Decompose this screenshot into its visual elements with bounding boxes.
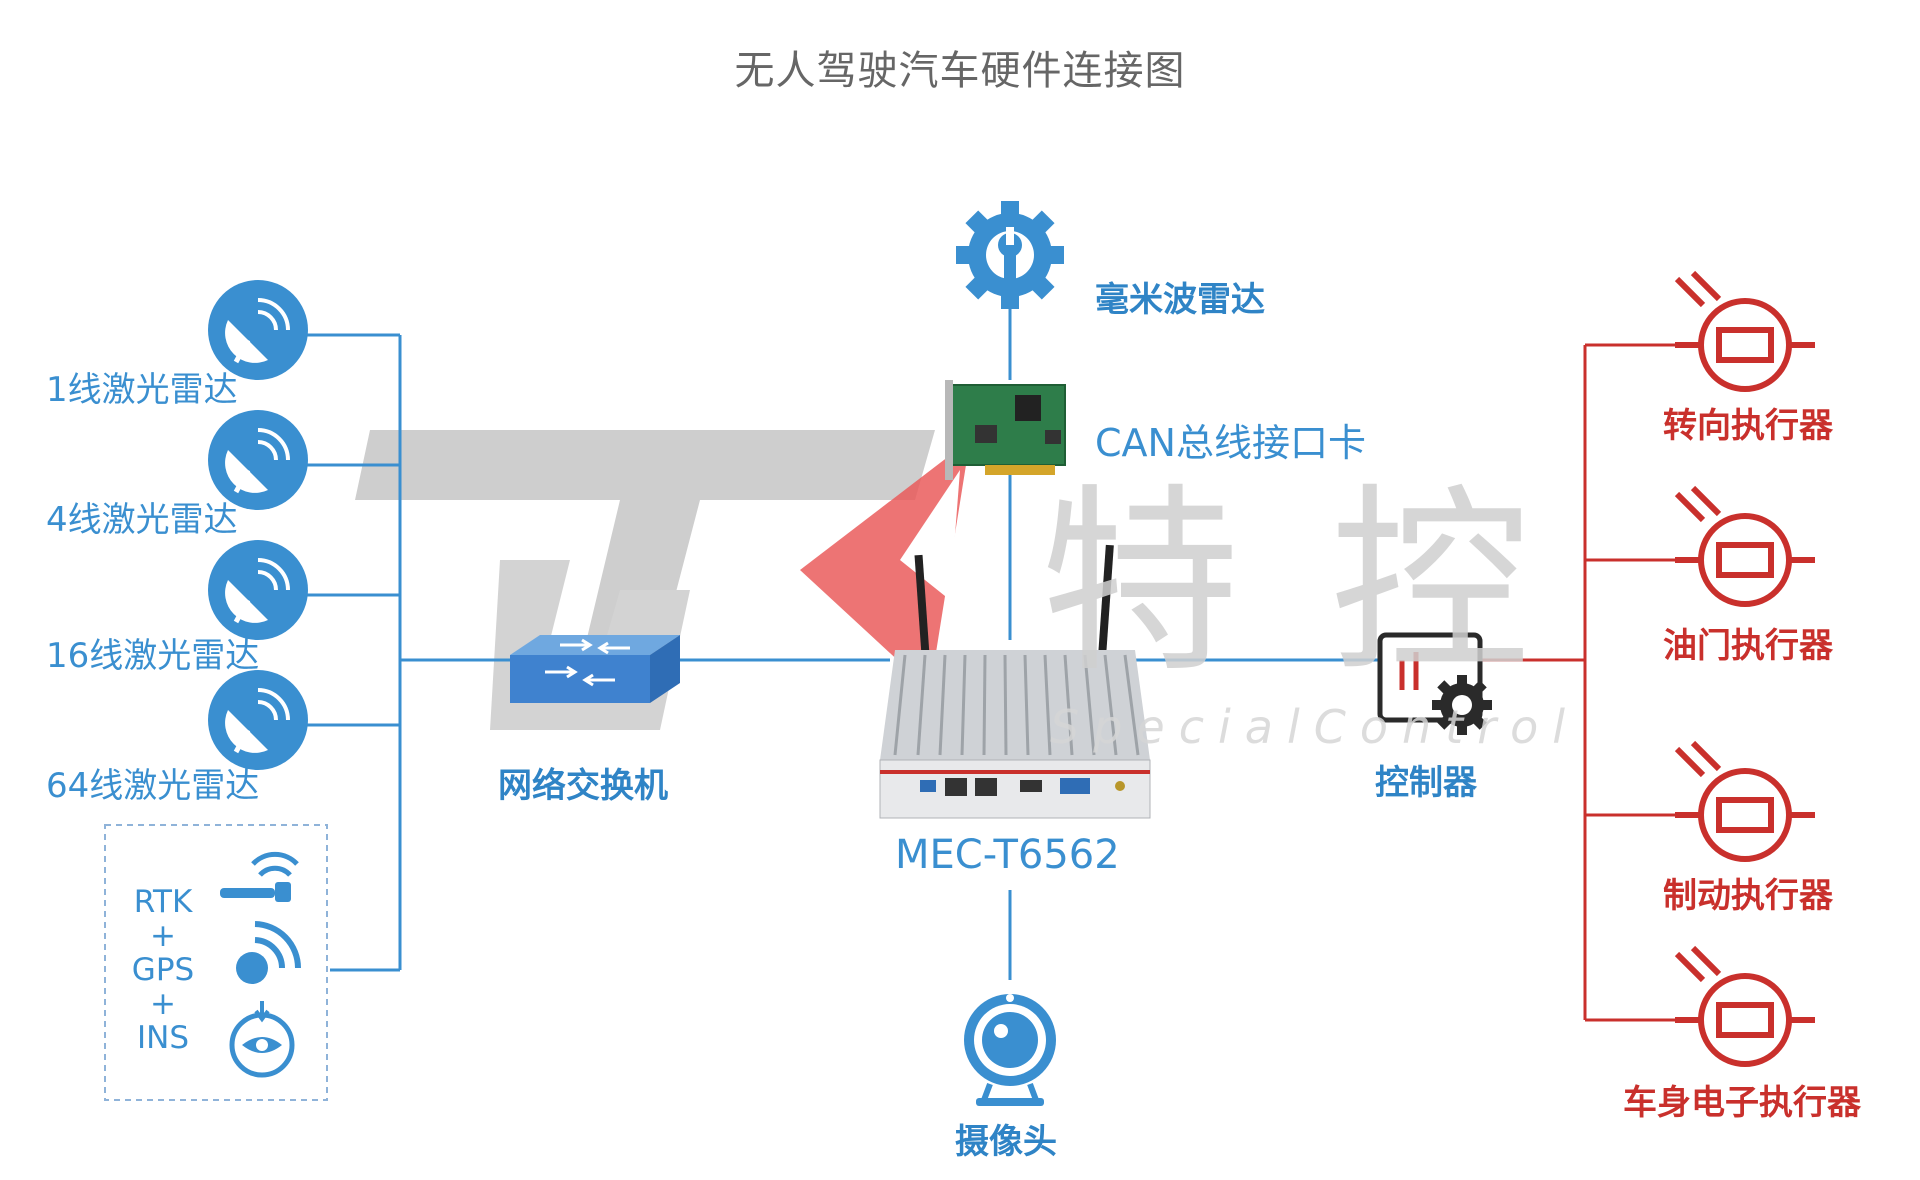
positioning-box bbox=[104, 824, 328, 1101]
computer-label: MEC-T6562 bbox=[895, 832, 1120, 878]
mmwave-radar-label: 毫米波雷达 bbox=[1095, 280, 1265, 320]
left-bus-lines bbox=[300, 305, 1380, 980]
lidar-label-1: 1线激光雷达 bbox=[46, 370, 238, 410]
actuator-icon-4 bbox=[1674, 945, 1815, 1067]
plus-text-1: + bbox=[150, 918, 176, 954]
positioning-label: RTK + GPS + INS bbox=[126, 885, 200, 1055]
switch-label: 网络交换机 bbox=[498, 766, 668, 806]
ins-text: INS bbox=[136, 1020, 189, 1056]
actuator-label-2: 油门执行器 bbox=[1663, 626, 1833, 666]
rtk-text: RTK bbox=[133, 884, 193, 920]
network-switch-icon bbox=[510, 635, 680, 703]
lidar-label-4: 64线激光雷达 bbox=[46, 766, 260, 806]
gps-text: GPS bbox=[131, 952, 195, 988]
gps-icon bbox=[236, 921, 301, 984]
lidar-label-3: 16线激光雷达 bbox=[46, 636, 260, 676]
lidar-icon-4 bbox=[208, 670, 308, 770]
lidar-label-2: 4线激光雷达 bbox=[46, 500, 238, 540]
actuator-icon-1 bbox=[1674, 270, 1815, 392]
right-bus-lines bbox=[1480, 343, 1680, 1022]
lidar-icon-3 bbox=[208, 540, 308, 640]
watermark-char-1: 特 bbox=[1040, 467, 1241, 700]
can-card-image bbox=[945, 380, 1066, 480]
page-title: 无人驾驶汽车硬件连接图 bbox=[734, 48, 1186, 94]
actuator-label-3: 制动执行器 bbox=[1663, 876, 1833, 916]
mmwave-radar-icon bbox=[956, 201, 1064, 309]
can-card-label: CAN总线接口卡 bbox=[1095, 421, 1366, 465]
ins-icon bbox=[229, 1001, 295, 1078]
watermark-char-2: 控 bbox=[1330, 467, 1531, 700]
controller-icon bbox=[1377, 632, 1492, 735]
watermark-english: SpecialControl bbox=[1050, 700, 1580, 754]
plus-text-2: + bbox=[150, 986, 176, 1022]
actuator-icon-3 bbox=[1674, 740, 1815, 862]
actuator-label-1: 转向执行器 bbox=[1663, 406, 1833, 446]
actuator-icon-2 bbox=[1674, 485, 1815, 607]
lidar-icon-2 bbox=[208, 410, 308, 510]
camera-label: 摄像头 bbox=[955, 1122, 1057, 1162]
actuator-label-4: 车身电子执行器 bbox=[1623, 1083, 1861, 1123]
camera-icon bbox=[964, 994, 1056, 1106]
lidar-icon-1 bbox=[208, 280, 308, 380]
controller-label: 控制器 bbox=[1375, 763, 1477, 803]
mec-computer-image bbox=[879, 544, 1151, 819]
rtk-icon bbox=[220, 851, 299, 902]
